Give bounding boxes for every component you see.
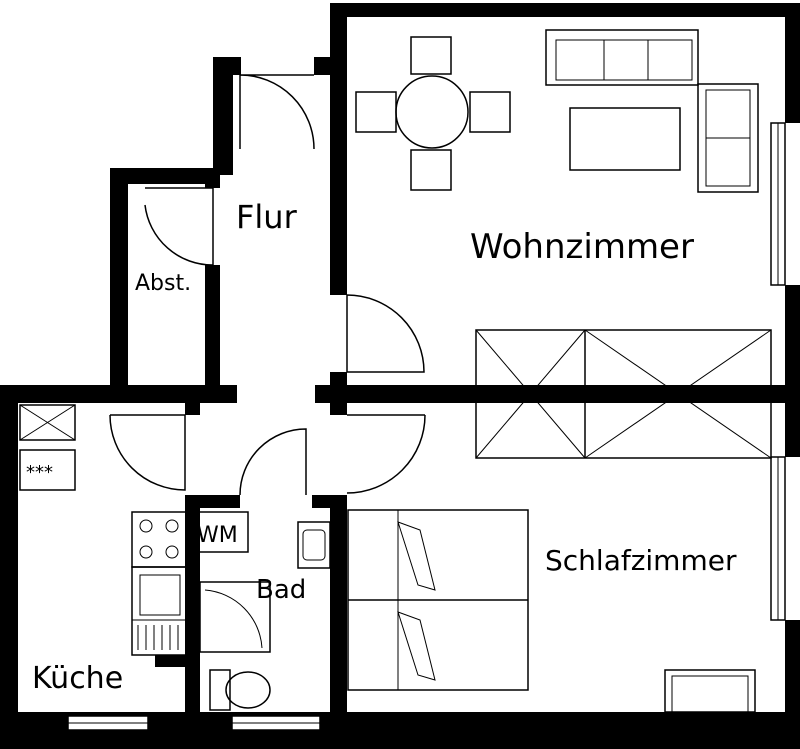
fridge-box xyxy=(19,404,76,441)
washing-machine xyxy=(191,511,249,553)
room-label-flur: Flur xyxy=(236,198,298,236)
hob xyxy=(131,511,188,568)
doors xyxy=(109,74,426,496)
bed xyxy=(347,509,529,691)
room-label-kueche: Küche xyxy=(32,661,123,696)
windows xyxy=(67,122,786,731)
washing-machine-label: WM xyxy=(197,523,238,548)
room-label-bad: Bad xyxy=(256,575,306,605)
kitchen-sink xyxy=(131,566,188,656)
dresser xyxy=(664,669,756,713)
shower xyxy=(199,581,271,653)
walls xyxy=(0,3,800,749)
room-label-schlafzimmer: Schlafzimmer xyxy=(545,544,737,577)
room-label-abst: Abst. xyxy=(135,271,191,296)
washbasin xyxy=(297,521,331,569)
stove-top xyxy=(19,449,76,491)
stove-marker-label: *** xyxy=(26,462,53,483)
room-label-wohnzimmer: Wohnzimmer xyxy=(470,227,694,267)
toilet xyxy=(209,669,271,711)
sofa xyxy=(545,29,759,193)
wardrobe xyxy=(475,329,772,459)
dining-table xyxy=(355,36,511,191)
